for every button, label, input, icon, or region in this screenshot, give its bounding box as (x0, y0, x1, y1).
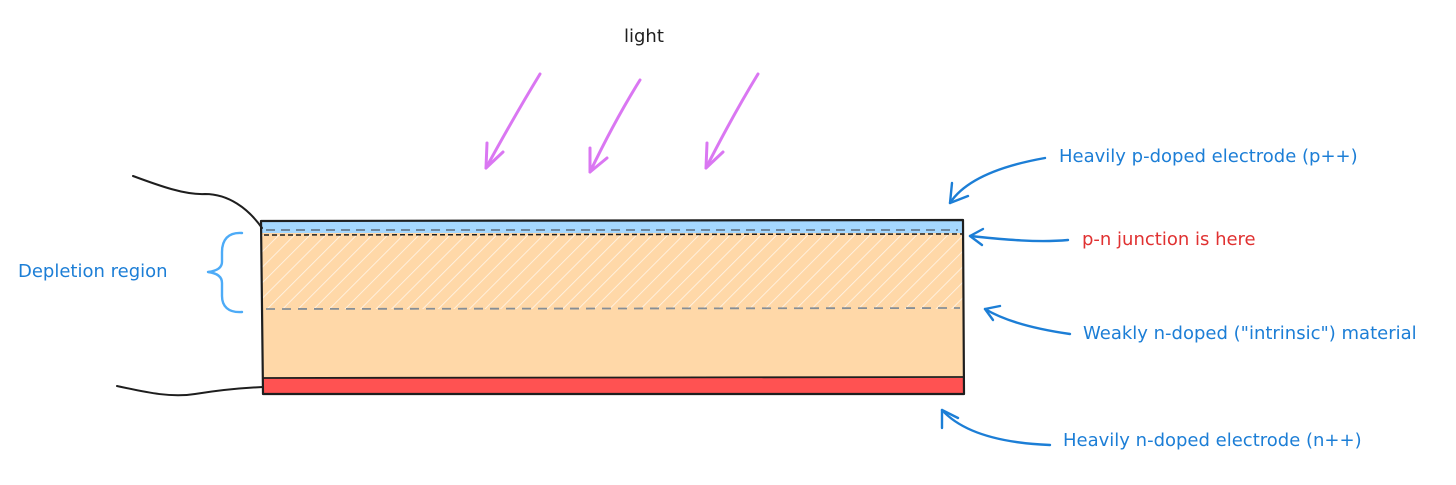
depletion-edge-dash (265, 307, 961, 310)
n-layer-top-line (262, 376, 965, 379)
n-doped-layer (263, 378, 964, 393)
p-electrode-label: Heavily p-doped electrode (p++) (1059, 146, 1358, 167)
intrinsic-label: Weakly n-doped ("intrinsic") material (1083, 323, 1417, 344)
p-doped-layer (262, 221, 964, 233)
light-arrow-1 (484, 72, 542, 170)
bottom-wire (116, 385, 264, 397)
device-outline (259, 218, 966, 396)
light-arrow-2 (588, 78, 642, 174)
top-wire (132, 175, 263, 229)
arrow-intrinsic (983, 304, 1072, 336)
arrow-p-electrode (948, 156, 1047, 205)
depletion-brace (206, 231, 244, 314)
depletion-hatch (262, 235, 964, 309)
light-label: light (624, 26, 664, 47)
light-arrow-3 (704, 72, 760, 170)
junction-label: p-n junction is here (1082, 229, 1256, 250)
n-electrode-label: Heavily n-doped electrode (n++) (1063, 430, 1362, 451)
arrow-n-electrode (940, 408, 1052, 447)
depletion-label: Depletion region (18, 261, 168, 282)
arrow-junction (968, 227, 1070, 247)
junction-line (263, 233, 963, 236)
